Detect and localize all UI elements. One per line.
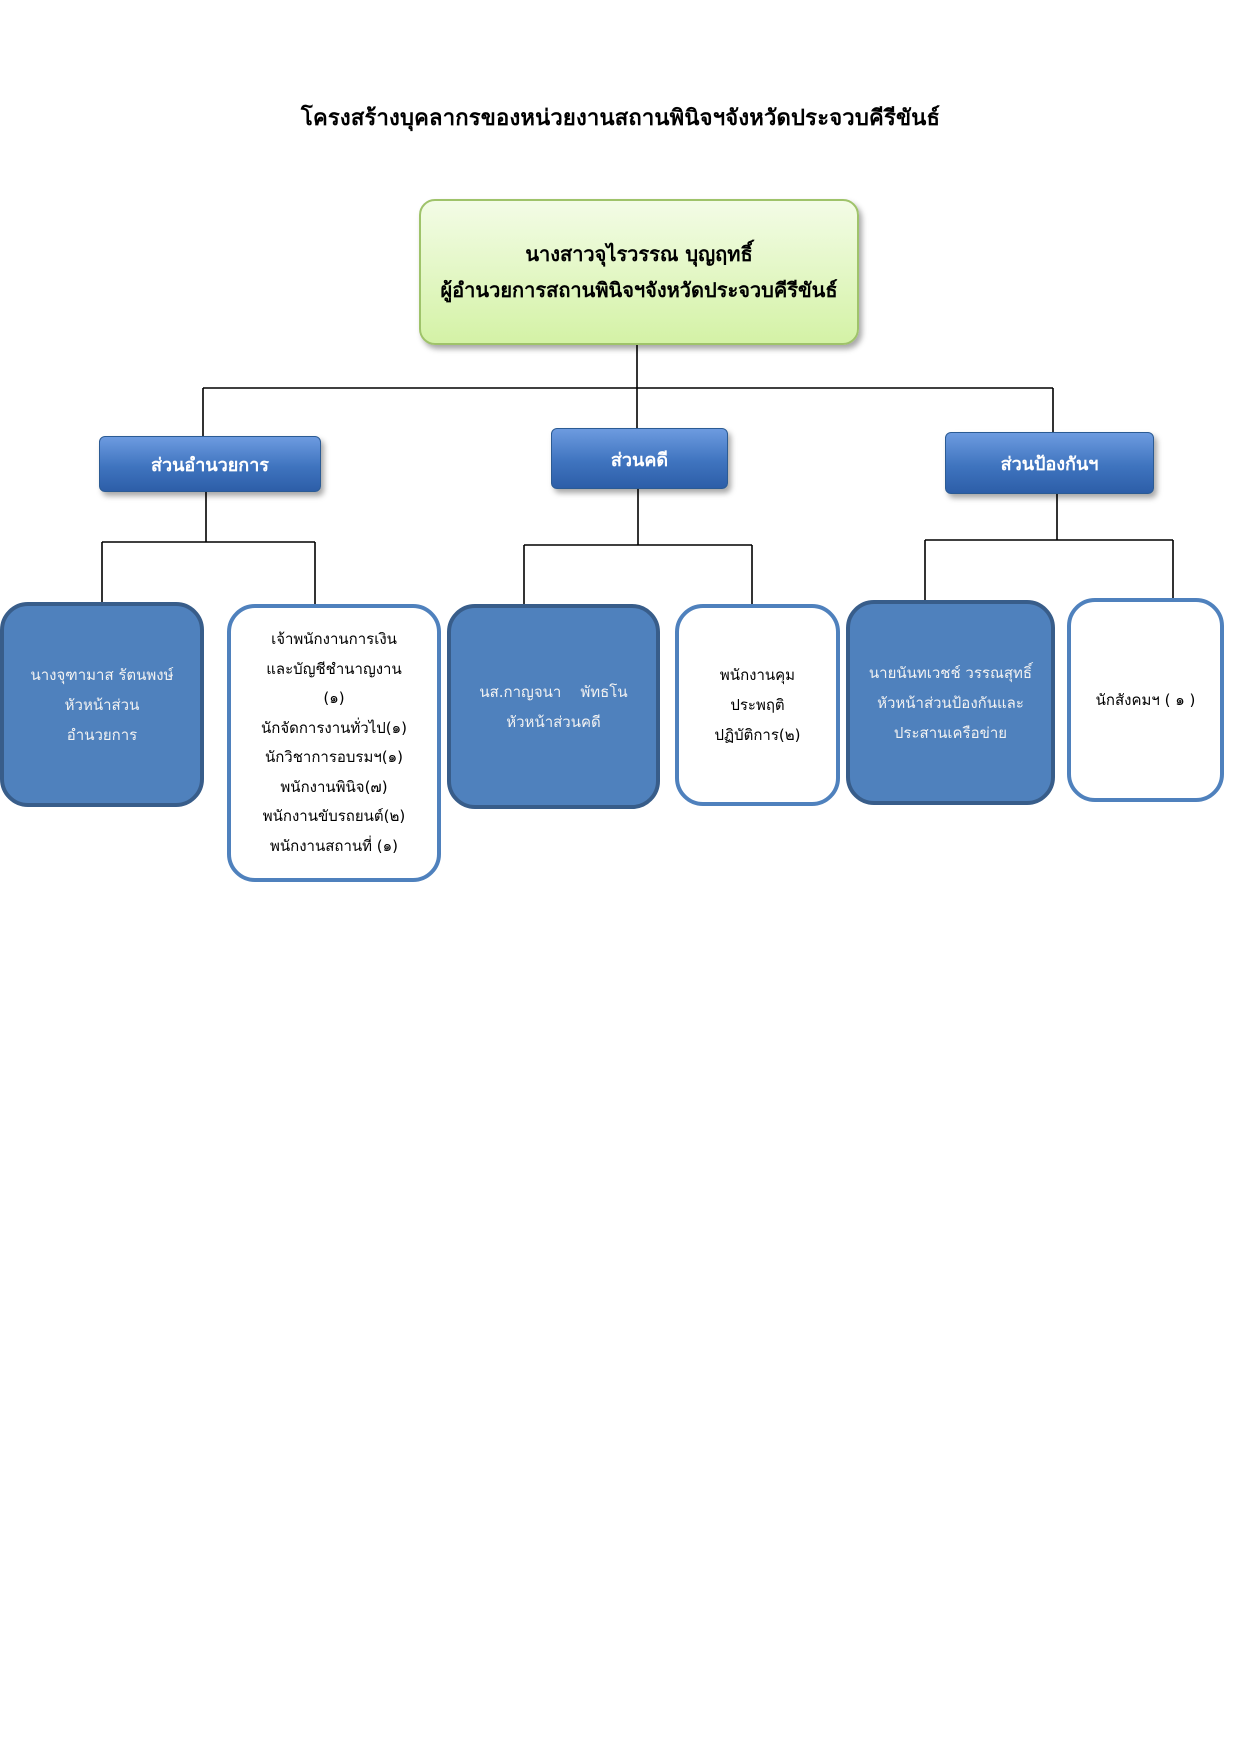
division-prevention-label: ส่วนป้องกันฯ <box>1000 453 1099 475</box>
admin-staff-line: พนักงานขับรถยนต์(๒) <box>262 807 406 825</box>
case-head-line: หัวหน้าส่วนคดี <box>506 712 601 731</box>
director-box: นางสาวจุไรวรรณ บุญฤทธิ์ ผู้อำนวยการสถานพ… <box>419 199 859 345</box>
case-head-box: นส.กาญจนา พัทธโน หัวหน้าส่วนคดี <box>447 604 660 809</box>
division-case: ส่วนคดี <box>551 428 728 489</box>
prevention-staff-line: นักสังคมฯ ( ๑ ) <box>1095 691 1196 709</box>
admin-staff-line: นักจัดการงานทั่วไป(๑) <box>260 718 408 737</box>
prevention-head-box: นายนันทเวชช์ วรรณสุทธิ์ หัวหน้าส่วนป้องก… <box>846 600 1055 805</box>
admin-staff-box: เจ้าพนักงานการเงิน และบัญชีชำนาญงาน (๑) … <box>227 604 441 882</box>
prevention-staff-box: นักสังคมฯ ( ๑ ) <box>1067 598 1224 802</box>
director-position: ผู้อำนวยการสถานพินิจฯจังหวัดประจวบคีรีขั… <box>440 278 838 302</box>
admin-head-line: หัวหน้าส่วน <box>64 695 140 714</box>
admin-staff-line: (๑) <box>323 689 345 707</box>
case-staff-box: พนักงานคุม ประพฤติ ปฏิบัติการ(๒) <box>675 604 840 806</box>
case-staff-line: ปฏิบัติการ(๒) <box>714 726 801 744</box>
case-head-line: นส.กาญจนา พัทธโน <box>479 682 628 701</box>
prevention-head-line: นายนันทเวชช์ วรรณสุทธิ์ <box>868 663 1033 682</box>
case-staff-line: ประพฤติ <box>730 696 785 714</box>
case-staff-line: พนักงานคุม <box>719 666 796 684</box>
division-admin-label: ส่วนอำนวยการ <box>151 454 269 476</box>
admin-staff-line: เจ้าพนักงานการเงิน <box>271 630 397 648</box>
admin-staff-line: พนักงานสถานที่ (๑) <box>269 836 399 855</box>
division-admin: ส่วนอำนวยการ <box>99 436 321 492</box>
admin-head-line: นางจุฑามาส รัตนพงษ์ <box>30 665 174 684</box>
admin-staff-line: พนักงานพินิจ(๗) <box>280 777 388 796</box>
admin-staff-line: นักวิชาการอบรมฯ(๑) <box>264 748 404 766</box>
admin-head-box: นางจุฑามาส รัตนพงษ์ หัวหน้าส่วน อำนวยการ <box>0 602 204 807</box>
division-prevention: ส่วนป้องกันฯ <box>945 432 1154 494</box>
prevention-head-line: ประสานเครือข่าย <box>893 723 1008 742</box>
page-title: โครงสร้างบุคลากรของหน่วยงานสถานพินิจฯจัง… <box>300 106 941 131</box>
admin-head-line: อำนวยการ <box>66 725 138 744</box>
director-name: นางสาวจุไรวรรณ บุญฤทธิ์ <box>525 242 753 266</box>
division-case-label: ส่วนคดี <box>610 450 669 471</box>
admin-staff-line: และบัญชีชำนาญงาน <box>266 659 402 678</box>
prevention-head-line: หัวหน้าส่วนป้องกันและ <box>877 693 1024 712</box>
